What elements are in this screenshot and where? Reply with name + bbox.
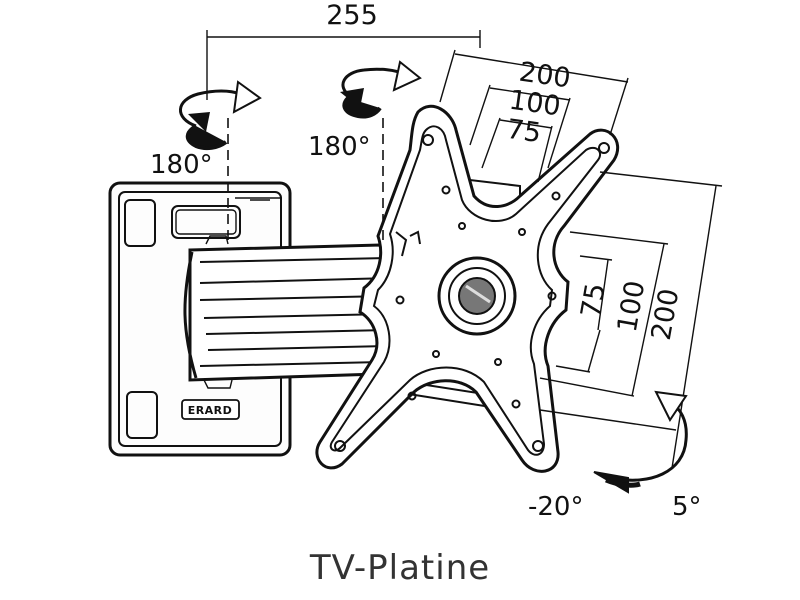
vertical-pattern-75: 75 xyxy=(575,281,611,320)
extension-label: 255 xyxy=(326,0,378,31)
brand-label: ERARD xyxy=(188,404,233,417)
brand-plate xyxy=(181,399,240,420)
diagram-caption: TV-Platine xyxy=(309,548,491,588)
tilt-up-angle: 5° xyxy=(672,492,702,522)
extension-dimension: 255 xyxy=(206,0,481,100)
horizontal-pattern-100: 100 xyxy=(507,85,562,123)
arm-pivot-angle: 180° xyxy=(308,132,371,162)
vertical-pattern-200: 200 xyxy=(646,286,685,342)
tilt-arrow-icon: -20° 5° xyxy=(528,390,702,522)
horizontal-pattern-75: 75 xyxy=(505,114,543,149)
horizontal-pattern-dimensions: 200 100 75 xyxy=(439,49,629,183)
rotation-arrow-wall-icon: 180° xyxy=(150,80,262,180)
horizontal-pattern-200: 200 xyxy=(517,57,572,95)
pivot-axes xyxy=(227,118,384,246)
rotation-arrow-arm-icon: 180° xyxy=(308,60,422,162)
wall-pivot-angle: 180° xyxy=(150,150,213,180)
tilt-down-angle: -20° xyxy=(528,492,583,522)
vertical-pattern-100: 100 xyxy=(612,278,651,334)
vesa-plate xyxy=(315,104,620,473)
